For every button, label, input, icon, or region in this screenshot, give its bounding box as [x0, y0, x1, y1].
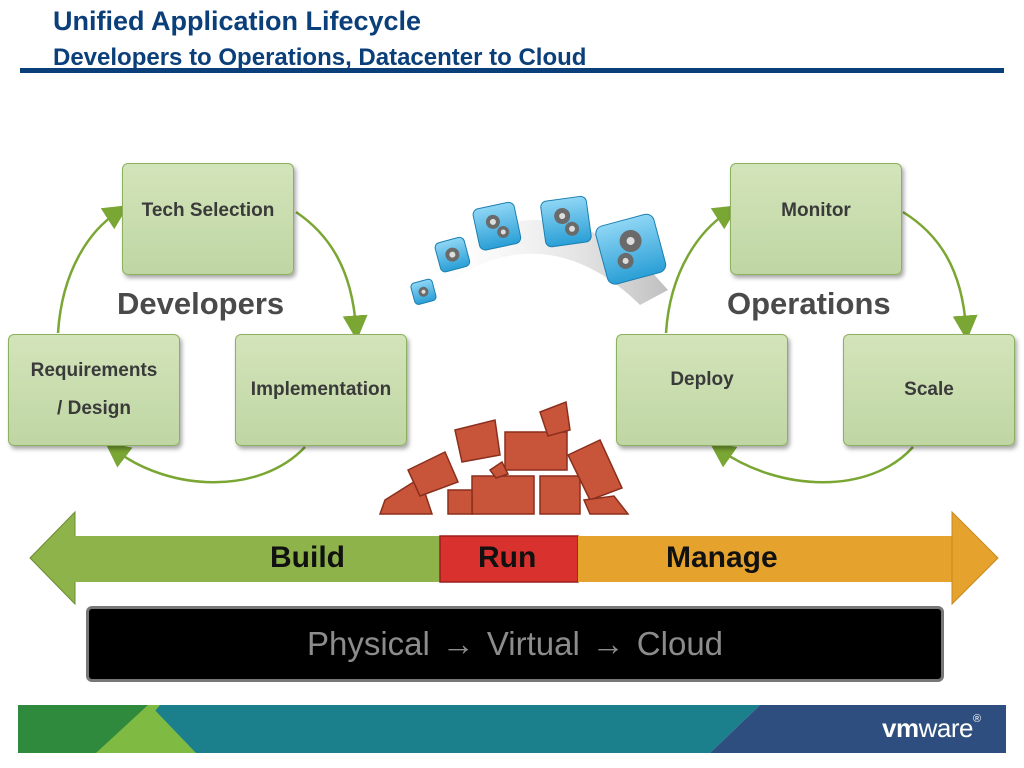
developers-label: Developers: [117, 286, 285, 321]
build-label: Build: [270, 541, 345, 574]
implementation-label: Implementation: [250, 379, 392, 400]
requirements-label: Requirements: [30, 360, 158, 381]
implementation-box: Implementation: [235, 334, 407, 446]
manage-label: Manage: [666, 541, 778, 574]
page-subtitle: Developers to Operations, Datacenter to …: [53, 44, 587, 71]
run-label: Run: [478, 541, 537, 574]
footer-teal: [120, 705, 760, 753]
band-left-arrowhead: [29, 510, 76, 606]
scale-box: Scale: [843, 334, 1015, 446]
monitor-label: Monitor: [781, 200, 851, 221]
package-icon: [540, 195, 592, 248]
band-run: [439, 535, 579, 583]
package-icon: [472, 201, 522, 251]
ops-arrow-top: [664, 205, 739, 334]
ops-arrow-right: [902, 210, 978, 341]
band-manage: [578, 536, 954, 582]
dev-arrow-right: [295, 210, 368, 341]
deploy-box: Deploy: [616, 334, 788, 446]
monitor-box: Monitor: [730, 163, 902, 275]
package-icon: [595, 213, 667, 285]
logo-ware: ware: [918, 713, 974, 743]
page-title: Unified Application Lifecycle: [53, 6, 422, 36]
logo-registered: ®: [972, 713, 981, 725]
dev-arrow-top: [56, 205, 129, 334]
virtual-label: Virtual: [486, 625, 580, 662]
ops-arrow-bottom: [709, 442, 914, 484]
infrastructure-bar: Physical → Virtual → Cloud: [86, 606, 944, 682]
tech-selection-box: Tech Selection: [122, 163, 294, 275]
requirements-design-box: Requirements / Design: [8, 334, 180, 446]
package-icon: [434, 236, 471, 273]
package-icon: [410, 278, 437, 305]
footer-navy: [710, 705, 1006, 753]
arrow-icon: →: [441, 625, 475, 662]
title-rule: [20, 68, 1004, 73]
operations-label: Operations: [727, 286, 891, 321]
band-right-arrowhead: [951, 510, 999, 606]
band-build: [74, 536, 440, 582]
deploy-label: Deploy: [670, 369, 734, 390]
brick-wall-graphic: [378, 400, 630, 515]
scale-label: Scale: [904, 379, 954, 400]
dev-arrow-bottom: [105, 442, 306, 484]
footer-light-green-2: [98, 705, 196, 753]
tech-selection-label: Tech Selection: [141, 200, 275, 221]
logo-vm: vm: [882, 713, 919, 743]
arrow-icon: →: [591, 625, 625, 662]
design-label: / Design: [57, 398, 131, 419]
physical-label: Physical: [306, 625, 430, 662]
vmware-logo: vmware®: [882, 713, 981, 744]
cloud-label: Cloud: [636, 625, 724, 662]
